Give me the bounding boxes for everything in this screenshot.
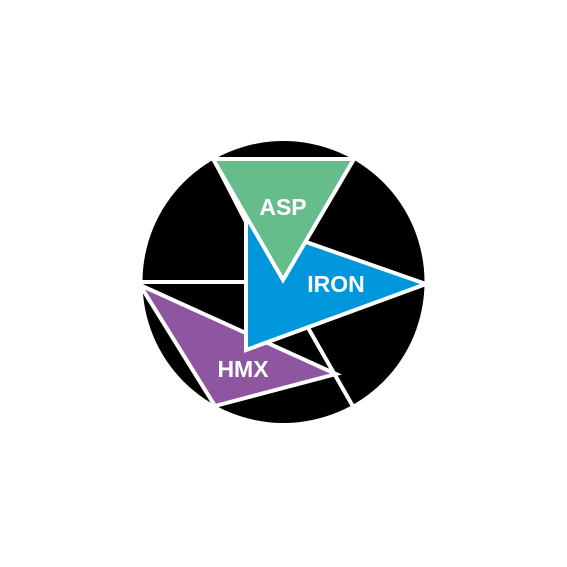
asp-blade (209, 157, 358, 284)
hmx-blade (134, 280, 342, 409)
divider-line (305, 325, 357, 411)
asp-label: ASP (259, 194, 306, 220)
hmx-label: HMX (217, 356, 269, 382)
iron-label: IRON (307, 271, 365, 297)
